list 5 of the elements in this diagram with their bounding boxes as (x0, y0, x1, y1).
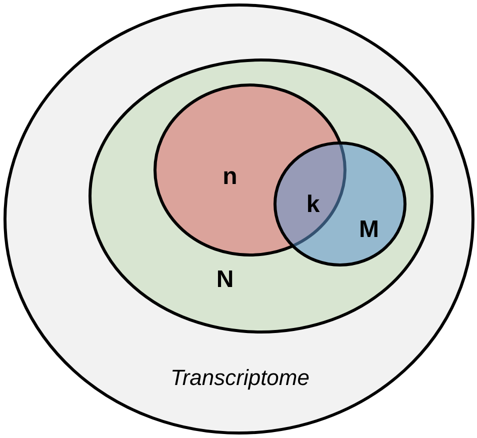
intersection-label: k (306, 191, 320, 219)
set-label: n (222, 163, 238, 191)
set-label: N (216, 266, 234, 294)
set-label: Transcriptome (170, 365, 310, 391)
set-label: M (359, 216, 379, 244)
